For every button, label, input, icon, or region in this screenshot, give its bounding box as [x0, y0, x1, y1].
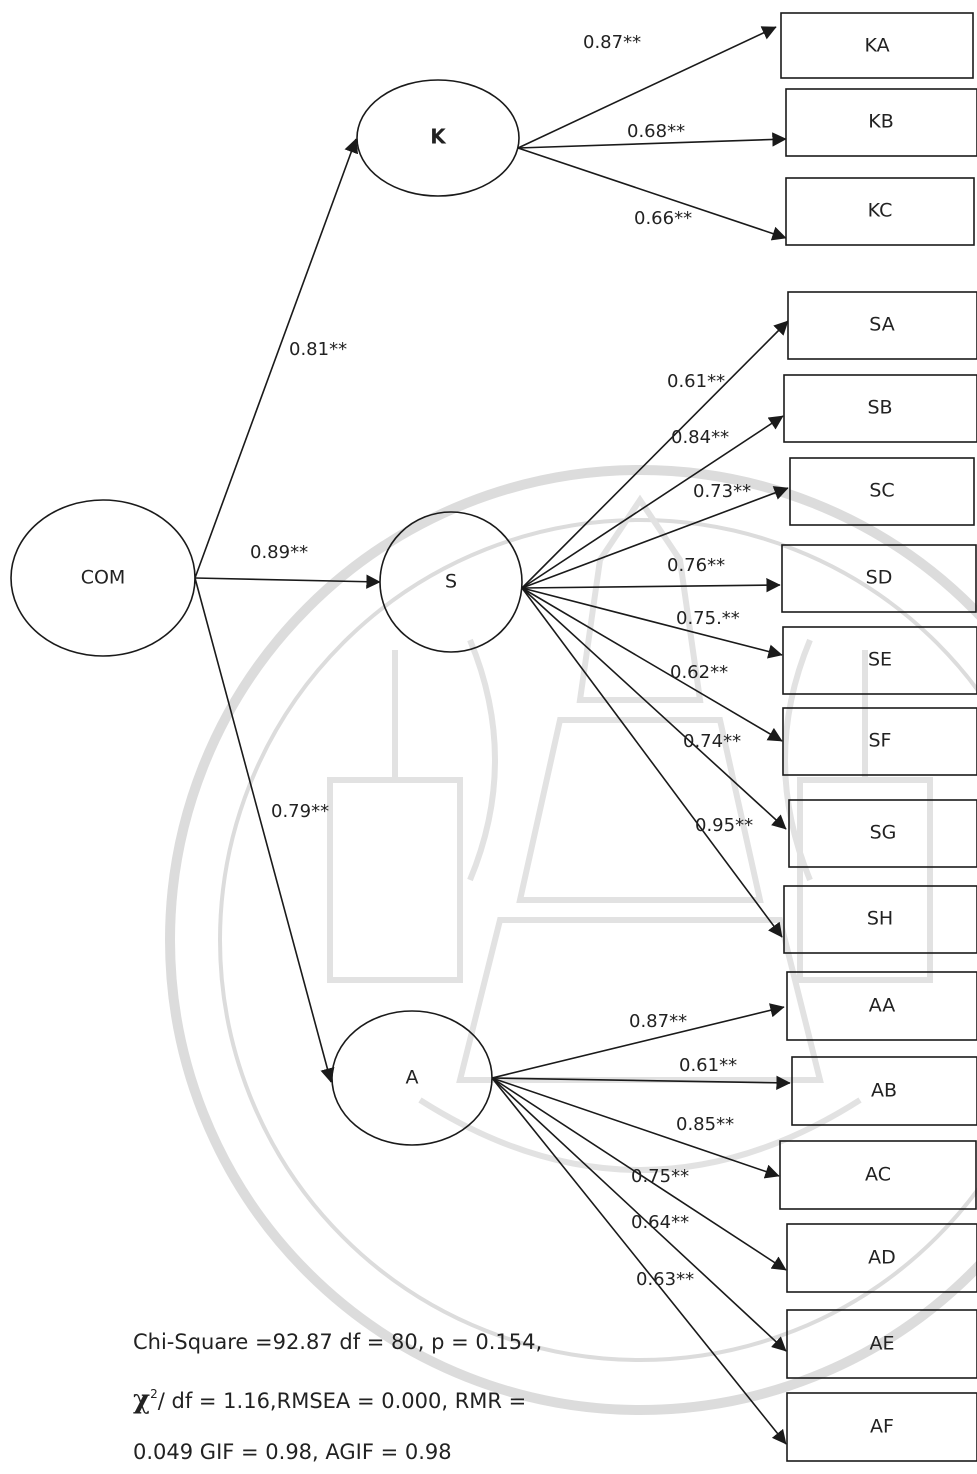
node-a-ellipse	[331, 1010, 493, 1146]
path-a-ac	[491, 1077, 780, 1179]
path-s-sd	[521, 577, 781, 593]
box-sf	[782, 707, 977, 776]
box-sh	[783, 885, 977, 954]
indicator-ac-label: AC	[865, 1164, 891, 1186]
loading-a-ad: 0.75**	[631, 1166, 689, 1187]
loading-k-kc: 0.66**	[634, 208, 692, 229]
fit-stats-line-2: χ2/ df = 1.16,RMSEA = 0.000, RMR =	[133, 1385, 526, 1415]
fit-stats-line-3: 0.049 GIF = 0.98, AGIF = 0.98	[133, 1440, 452, 1464]
indicator-sb-label: SB	[867, 397, 892, 419]
path-com-k	[194, 138, 359, 579]
box-aa	[786, 971, 977, 1041]
loading-s-se: 0.75.**	[676, 608, 740, 629]
loading-s-sf: 0.62**	[670, 662, 728, 683]
loading-a-aa: 0.87**	[629, 1011, 687, 1032]
box-kc	[785, 177, 975, 246]
loading-a-af: 0.63**	[636, 1269, 694, 1290]
indicator-sh-label: SH	[867, 908, 893, 930]
box-ab	[791, 1056, 977, 1126]
indicator-sa-label: SA	[869, 314, 894, 336]
box-sg	[788, 799, 977, 868]
node-a-label: A	[406, 1067, 419, 1089]
indicator-af-label: AF	[870, 1416, 894, 1438]
chi-symbol: χ	[133, 1385, 151, 1415]
path-s-sg	[521, 587, 787, 830]
loading-s-sh: 0.95**	[695, 815, 753, 836]
loading-s-sa: 0.61**	[667, 371, 725, 392]
indicator-se-label: SE	[868, 649, 892, 671]
path-k-ka	[517, 26, 777, 149]
box-sa	[787, 291, 977, 360]
indicator-ae-label: AE	[869, 1333, 894, 1355]
path-a-ae	[491, 1077, 787, 1352]
fit-stats-line-2-text: / df = 1.16,RMSEA = 0.000, RMR =	[157, 1389, 527, 1413]
path-k-kc	[517, 147, 787, 241]
path-s-sb	[521, 415, 784, 589]
fit-stats-line-1: Chi-Square =92.87 df = 80, p = 0.154,	[133, 1330, 543, 1354]
loading-s-sg: 0.74**	[683, 731, 741, 752]
box-ka	[780, 12, 974, 79]
box-ac	[779, 1140, 977, 1210]
path-a-aa	[491, 1003, 785, 1079]
node-s-ellipse	[379, 511, 523, 653]
box-ae	[786, 1309, 977, 1379]
indicator-ka-label: KA	[864, 35, 889, 57]
node-com-ellipse	[10, 499, 196, 657]
box-kb	[785, 88, 977, 157]
node-k-ellipse	[356, 79, 520, 197]
path-k-kb	[517, 132, 787, 149]
path-s-sh	[521, 587, 783, 938]
indicator-sf-label: SF	[869, 730, 892, 752]
path-com-a	[194, 577, 335, 1083]
loading-s-sb: 0.84**	[671, 427, 729, 448]
box-sd	[781, 544, 977, 613]
indicator-kc-label: KC	[868, 200, 893, 222]
indicator-sc-label: SC	[869, 480, 894, 502]
indicator-ad-label: AD	[868, 1247, 896, 1269]
box-sc	[789, 457, 975, 526]
indicator-sg-label: SG	[870, 822, 897, 844]
loading-com-k: 0.81**	[289, 339, 347, 360]
loading-s-sd: 0.76**	[667, 555, 725, 576]
box-sb	[783, 374, 977, 443]
box-se	[782, 626, 977, 695]
box-ad	[786, 1223, 977, 1293]
path-s-sc	[521, 486, 789, 589]
path-s-se	[521, 587, 783, 659]
path-a-af	[491, 1077, 787, 1445]
chi-superscript: 2	[150, 1387, 158, 1401]
node-k-label: K	[430, 125, 447, 149]
path-s-sa	[521, 320, 789, 589]
loading-a-ac: 0.85**	[676, 1114, 734, 1135]
loading-k-kb: 0.68**	[627, 121, 685, 142]
path-com-s	[194, 574, 381, 589]
loading-a-ab: 0.61**	[679, 1055, 737, 1076]
path-s-sf	[521, 587, 783, 742]
loading-a-ae: 0.64**	[631, 1212, 689, 1233]
indicator-aa-label: AA	[869, 995, 896, 1017]
loading-com-s: 0.89**	[250, 542, 308, 563]
loading-s-sc: 0.73**	[693, 481, 751, 502]
indicator-sd-label: SD	[866, 567, 893, 589]
path-a-ad	[491, 1077, 787, 1271]
indicator-ab-label: AB	[871, 1080, 897, 1102]
node-com-label: COM	[81, 567, 126, 589]
loading-com-a: 0.79**	[271, 801, 329, 822]
loading-k-ka: 0.87**	[583, 32, 641, 53]
path-a-ab	[491, 1075, 791, 1090]
indicator-kb-label: KB	[868, 111, 894, 133]
box-af	[786, 1392, 977, 1462]
node-s-label: S	[445, 571, 457, 593]
